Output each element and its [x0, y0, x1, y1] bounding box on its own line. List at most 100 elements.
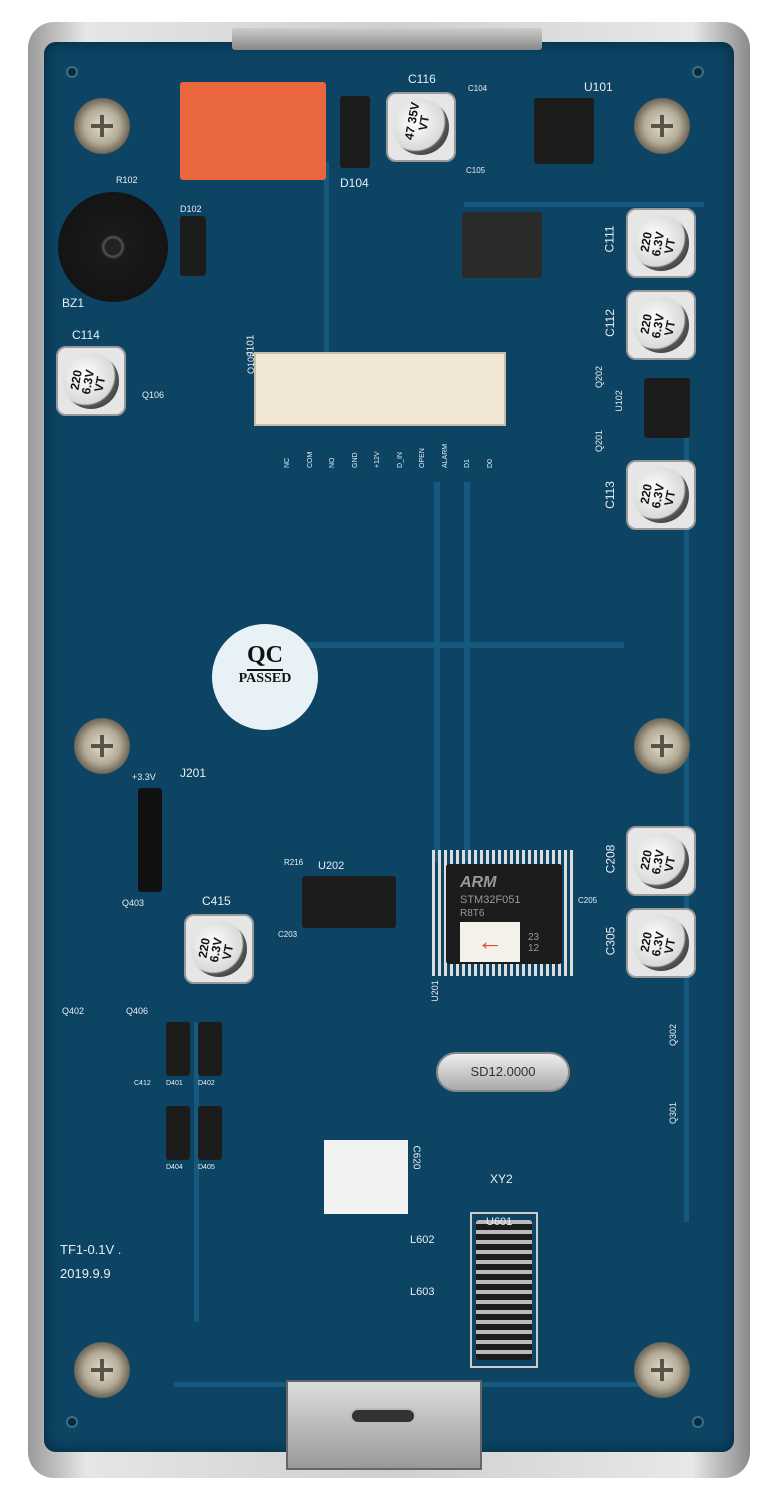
- relay: [180, 82, 326, 180]
- arrow-sticker-icon: ←: [460, 922, 520, 962]
- q201-label: Q201: [594, 429, 605, 453]
- mcu-u201: ARM STM32F051 R8T6 23 12 ←: [446, 864, 562, 964]
- d102-label: D102: [180, 204, 202, 214]
- q302-label: Q302: [668, 1023, 679, 1047]
- pin-label: D1: [464, 459, 472, 468]
- c114-label: C114: [72, 328, 100, 342]
- capacitor-c415: 220 6.3V VT: [184, 914, 254, 984]
- u202-label: U202: [318, 860, 345, 872]
- d405-label: D405: [198, 1164, 215, 1171]
- regulator-u102: [644, 378, 690, 438]
- q406-label: Q406: [126, 1006, 149, 1016]
- c305-label: C305: [603, 926, 618, 956]
- c203-label: C203: [278, 930, 298, 939]
- pin-label: NC: [284, 457, 291, 468]
- pin-label: NO: [329, 457, 337, 469]
- l603-label: L603: [410, 1286, 435, 1298]
- pin-label: D_IN: [396, 452, 404, 468]
- l602-label: L602: [410, 1234, 435, 1246]
- pin-label: +12V: [374, 451, 382, 468]
- mcu-date-code: 23 12: [528, 932, 540, 954]
- u101-label: U101: [584, 80, 613, 94]
- date-label: 2019.9.9: [60, 1266, 111, 1281]
- pin-label: D0: [486, 459, 494, 468]
- c104-label: C104: [468, 84, 488, 93]
- mcu-model: STM32F051: [460, 894, 521, 906]
- r102-label: R102: [116, 175, 138, 185]
- connector-j101[interactable]: [254, 352, 506, 426]
- diode: [340, 96, 370, 168]
- j201-label: J201: [180, 766, 207, 780]
- screw: [634, 1342, 690, 1398]
- mcu-brand: ARM: [460, 874, 497, 891]
- crystal-marking: SD12.0000: [470, 1064, 536, 1079]
- u201-label: U201: [429, 980, 440, 1002]
- cap-value: 220 6.3V VT: [637, 312, 679, 340]
- cap-value: 220 6.3V VT: [637, 230, 679, 258]
- d401-label: D401: [166, 1080, 183, 1087]
- capacitor-c116: 47 35V VT: [386, 92, 456, 162]
- xy2-label: XY2: [490, 1172, 513, 1186]
- passed-text: PASSED: [238, 671, 292, 686]
- screw: [634, 98, 690, 154]
- top-bracket: [232, 28, 542, 50]
- diode-d401: [166, 1022, 190, 1076]
- pin-label: GND: [351, 452, 359, 468]
- revision-label: TF1-0.1V .: [60, 1242, 122, 1257]
- q403-label: Q403: [122, 898, 145, 908]
- mount-hole: [692, 1416, 704, 1428]
- q202-label: Q202: [594, 365, 605, 389]
- c116-label: C116: [408, 72, 436, 86]
- capacitor-c113: 220 6.3V VT: [626, 460, 696, 530]
- diode-d405: [198, 1106, 222, 1160]
- q106-label: Q106: [142, 390, 165, 400]
- mount-hole: [66, 1416, 78, 1428]
- c111-label: C111: [602, 225, 617, 253]
- c620-label: C620: [410, 1145, 422, 1170]
- qc-text: QC: [247, 642, 283, 671]
- c105-label: C105: [466, 166, 486, 175]
- q402-label: Q402: [62, 1006, 85, 1016]
- buzzer: [58, 192, 168, 302]
- screw: [74, 98, 130, 154]
- bz1-label: BZ1: [62, 296, 85, 310]
- r216-label: R216: [284, 858, 304, 867]
- mount-hole: [692, 66, 704, 78]
- chip-u202: [302, 876, 396, 928]
- capacitor-c112: 220 6.3V VT: [626, 290, 696, 360]
- u102-label: U102: [613, 390, 624, 412]
- header-j201: [138, 788, 162, 892]
- c415-label: C415: [202, 894, 231, 908]
- bottom-bracket: [286, 1380, 482, 1470]
- screw: [634, 718, 690, 774]
- capacitor-c111: 220 6.3V VT: [626, 208, 696, 278]
- diode-d404: [166, 1106, 190, 1160]
- mcu-suffix: R8T6: [460, 908, 485, 919]
- cap-value: 220 6.3V VT: [637, 930, 679, 958]
- pin-label: COM: [306, 451, 314, 468]
- cap-value: 220 6.3V VT: [195, 936, 237, 964]
- capacitor-c208: 220 6.3V VT: [626, 826, 696, 896]
- cap-value: 220 6.3V VT: [67, 368, 109, 396]
- cap-value: 220 6.3V VT: [637, 848, 679, 876]
- q301-label: Q301: [668, 1101, 679, 1125]
- capacitor-c305: 220 6.3V VT: [626, 908, 696, 978]
- pin-label: ALARM: [441, 443, 449, 468]
- capacitor-c114: 220 6.3V VT: [56, 346, 126, 416]
- screw: [74, 718, 130, 774]
- slot-icon: [350, 1408, 416, 1424]
- qc-passed-sticker: QC PASSED: [212, 624, 318, 730]
- c208-label: C208: [603, 844, 618, 874]
- diode-d402: [198, 1022, 222, 1076]
- regulator: [462, 212, 542, 278]
- chip-u601-outline: [470, 1212, 538, 1368]
- c113-label: C113: [602, 481, 617, 509]
- crystal: SD12.0000: [436, 1052, 570, 1092]
- silkscreen-pad: [324, 1140, 408, 1214]
- regulator-u101: [534, 98, 594, 164]
- c205-label: C205: [578, 896, 598, 905]
- c412-label: C412: [134, 1080, 151, 1087]
- chip-u601: [476, 1220, 532, 1360]
- d402-label: D402: [198, 1080, 215, 1087]
- diode: [180, 216, 206, 276]
